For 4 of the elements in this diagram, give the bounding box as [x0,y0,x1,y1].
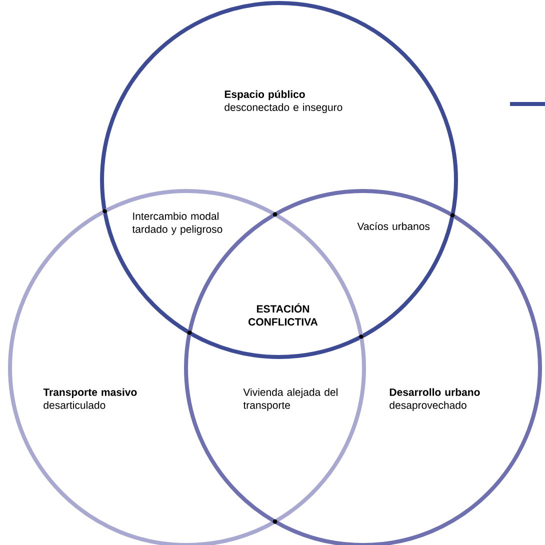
region-label: Vacíos urbanos [357,222,430,230]
region-label: Vivienda alejada del transporte [243,388,338,411]
region-label: ESTACIÓN CONFLICTIVA [248,303,318,326]
region-label: Intercambio modal tardado y peligroso [132,212,222,235]
